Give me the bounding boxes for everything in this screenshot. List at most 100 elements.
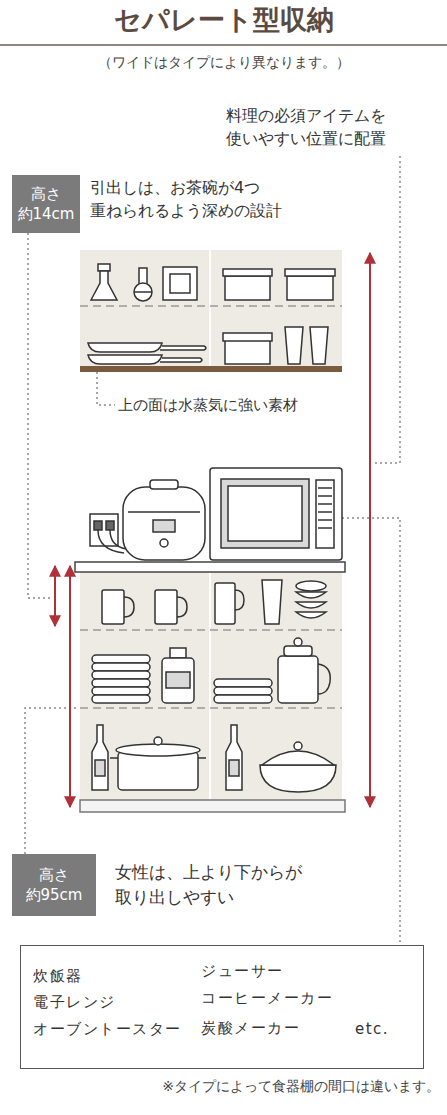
title: セパレート型収納 — [0, 0, 447, 40]
caption: ※タイプによって食器棚の間口は違います。 — [0, 1076, 440, 1096]
height-arrows — [54, 566, 56, 626]
lower-items — [296, 612, 326, 618]
lower-items — [124, 597, 134, 617]
height-badge: 高さ 約95cm — [12, 854, 96, 916]
appliances — [160, 539, 168, 547]
appliances — [98, 530, 124, 553]
appliances — [90, 468, 342, 560]
appliances — [210, 468, 342, 560]
lower-cabinet — [80, 629, 342, 631]
upper-items — [225, 276, 270, 300]
lower-items — [92, 655, 150, 663]
upper-cabinet — [80, 366, 342, 372]
lower-items — [215, 583, 235, 624]
upper-items — [134, 283, 152, 301]
lower-cabinet — [209, 572, 211, 800]
annotation: 上の面は水蒸気に強い素材 — [118, 395, 378, 417]
lower-items — [318, 664, 330, 694]
lower-items — [235, 590, 244, 610]
lower-cabinet — [75, 562, 345, 812]
appliances — [318, 503, 332, 505]
lower-items — [166, 672, 190, 688]
annotation: 女性は、上より下からが 取り出しやすい — [115, 860, 347, 909]
lower-items — [296, 581, 326, 591]
upper-items — [163, 267, 197, 300]
upper-items — [88, 264, 335, 364]
lower-items — [155, 590, 177, 624]
lower-items — [262, 580, 282, 624]
upper-items — [285, 269, 335, 276]
height-arrows — [369, 253, 371, 807]
appliances — [90, 514, 118, 546]
lower-items — [296, 602, 326, 608]
lower-cabinet — [75, 562, 345, 572]
upper-items — [287, 276, 333, 300]
lower-items — [110, 757, 206, 759]
height-arrows — [55, 253, 370, 807]
appliances — [94, 521, 102, 530]
lower-items — [92, 663, 150, 671]
appliances — [153, 520, 175, 532]
upper-items — [223, 333, 272, 341]
upper-items — [134, 291, 152, 293]
lower-items — [102, 590, 124, 624]
lower-items — [214, 695, 272, 703]
lower-cabinet — [80, 800, 345, 812]
node-text: 電子レンジ — [33, 992, 116, 1014]
upper-items — [98, 264, 110, 271]
lower-items — [278, 656, 318, 703]
upper-items — [160, 346, 206, 350]
upper-items — [139, 268, 147, 284]
appliances — [316, 480, 334, 548]
lower-items — [177, 597, 187, 617]
lower-items — [116, 744, 200, 756]
upper-cabinet — [80, 250, 342, 372]
node-text: 炭酸メーカー — [201, 1018, 300, 1040]
appliances — [318, 527, 332, 529]
leader-lines — [373, 156, 400, 463]
upper-cabinet — [209, 250, 211, 366]
annotation: 引出しは、お茶碗が4つ 重ねられるよう深めの設計 — [90, 176, 305, 222]
lower-cabinet — [80, 707, 342, 709]
upper-items — [223, 269, 272, 276]
upper-items — [170, 274, 190, 293]
upper-items — [160, 358, 202, 362]
lower-items — [118, 752, 198, 790]
lower-cabinet — [80, 572, 342, 800]
leader-lines — [28, 233, 50, 598]
leader-lines — [25, 156, 400, 945]
appliances — [318, 495, 332, 497]
upper-items — [88, 343, 162, 352]
lower-items — [260, 765, 336, 792]
lower-items — [154, 737, 162, 745]
upper-cabinet — [80, 250, 342, 372]
upper-items — [285, 327, 303, 364]
lower-items — [226, 725, 242, 790]
node-text: オーブントースター — [33, 1019, 182, 1041]
upper-items — [88, 355, 162, 364]
lower-items — [170, 648, 186, 658]
annotation: （ワイドはタイプにより異なります。） — [0, 52, 447, 72]
lower-items — [294, 742, 302, 750]
lower-items — [162, 658, 194, 703]
appliance-list-box: 炊飯器電子レンジオーブントースタージューサーコーヒーメーカー炭酸メーカーetc. — [20, 945, 424, 1069]
height-badge: 高さ 約14cm — [12, 175, 80, 233]
lower-items — [262, 751, 334, 765]
lower-items — [296, 592, 326, 598]
lower-items — [92, 687, 150, 695]
lower-items — [95, 760, 105, 776]
node-text: コーヒーメーカー — [201, 988, 333, 1010]
lower-items — [229, 760, 239, 776]
appliances — [221, 479, 309, 548]
upper-items — [310, 327, 328, 364]
lower-items — [92, 679, 150, 687]
node-text: etc. — [355, 1019, 389, 1041]
lower-items — [294, 638, 302, 646]
appliances — [318, 519, 332, 521]
lower-items — [92, 671, 150, 679]
node-text: 炊飯器 — [33, 966, 83, 988]
upper-items — [91, 271, 117, 300]
lower-items — [92, 580, 336, 792]
lower-items — [92, 695, 150, 703]
